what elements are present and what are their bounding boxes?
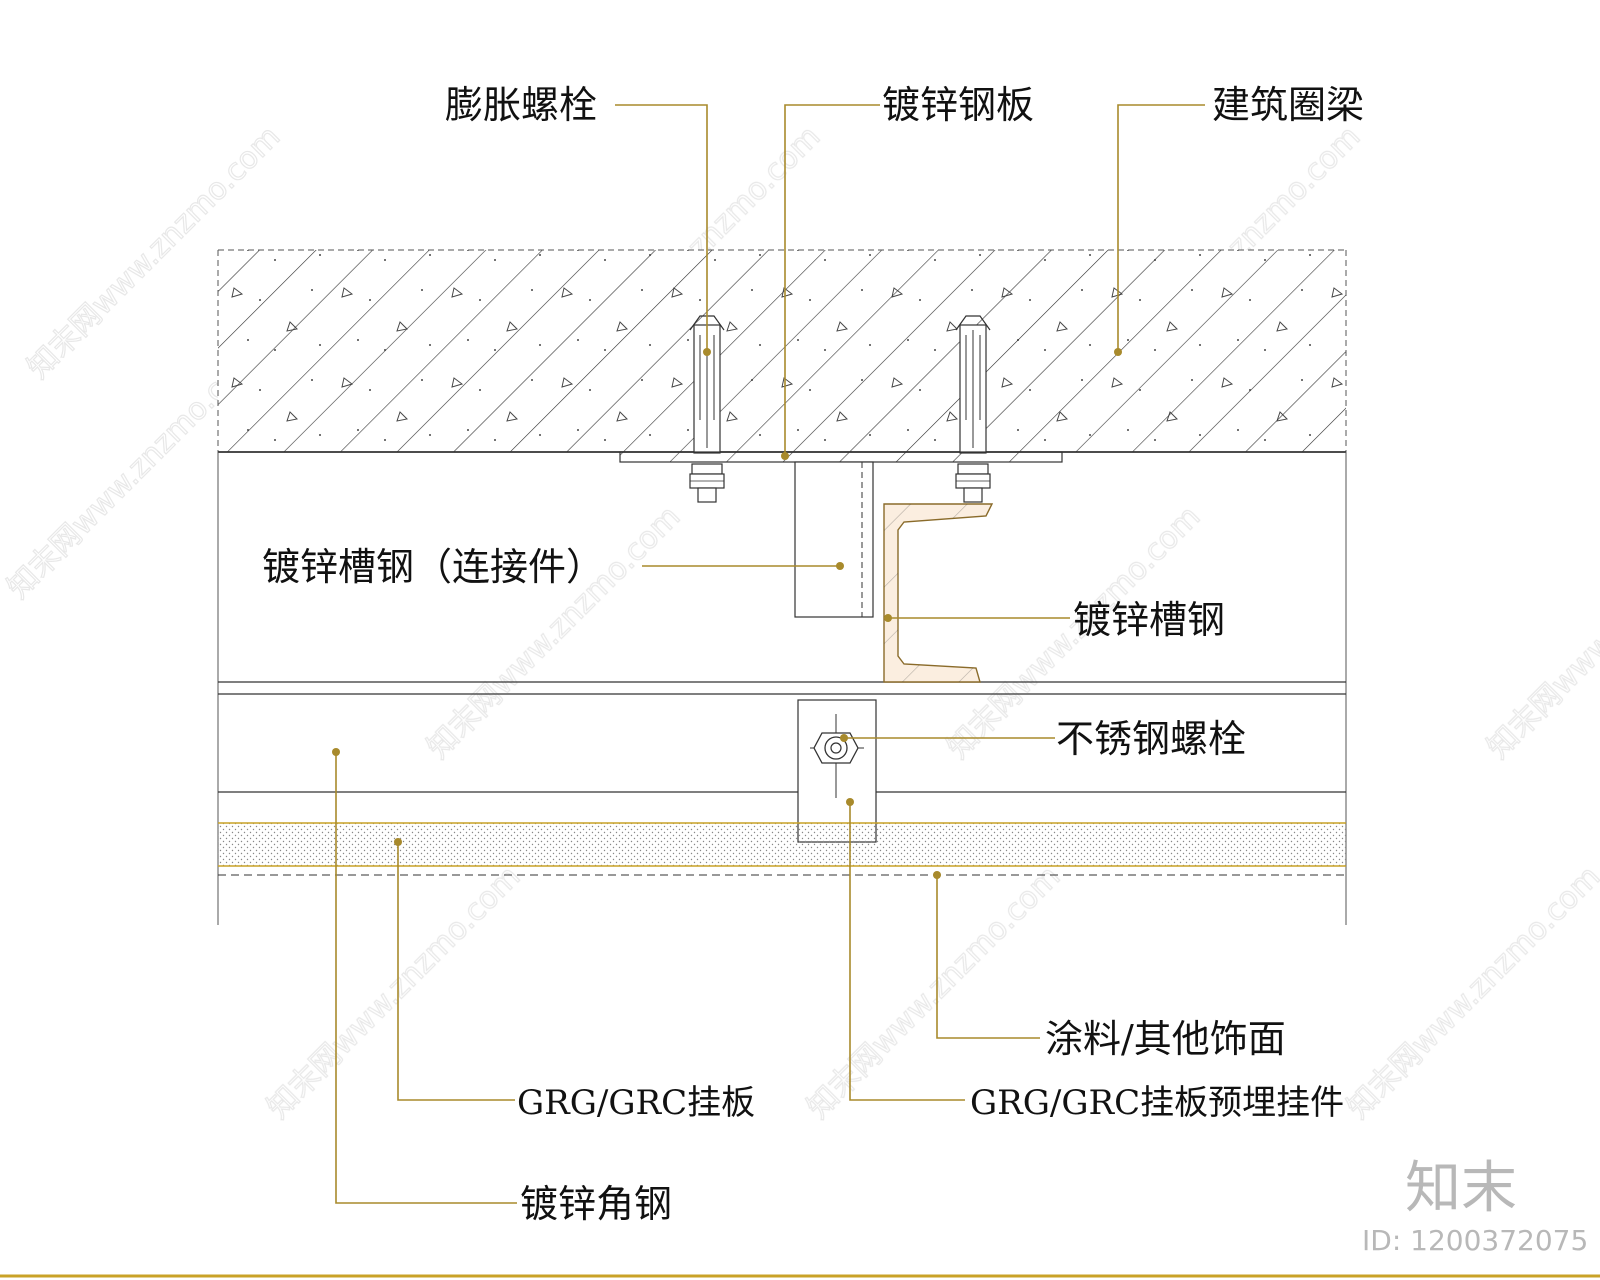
watermark-pattern-text: 知末网www.znzmo.com <box>261 859 527 1125</box>
galvanized-steel-plate <box>619 451 1063 463</box>
channel-connector <box>794 461 874 618</box>
label-expansion-bolt: 膨胀螺栓 <box>445 83 597 127</box>
label-channel-steel: 镀锌槽钢 <box>1073 598 1225 642</box>
label-angle-steel: 镀锌角钢 <box>520 1182 672 1226</box>
watermark-pattern-text: 知末网www.znzmo.com <box>1481 499 1600 765</box>
label-stainless-bolt: 不锈钢螺栓 <box>1056 717 1246 761</box>
watermark-pattern-text: 知末网www.znzmo.com <box>1341 859 1600 1125</box>
embedded-hanger <box>797 699 877 843</box>
channel-steel <box>883 503 994 683</box>
label-coating: 涂料/其他饰面 <box>1045 1017 1286 1061</box>
brand-logo: 知末 <box>1405 1156 1517 1221</box>
label-ring-beam: 建筑圈梁 <box>1212 83 1364 127</box>
ring-beam <box>217 249 1347 453</box>
watermark-pattern-text: 知末网www.znzmo.com <box>421 499 687 765</box>
bolt-nut-right <box>955 463 991 503</box>
structural-outline <box>217 452 1347 925</box>
label-grg-embedded-hanger: GRG/GRC挂板预埋挂件 <box>970 1083 1344 1123</box>
expansion-bolt-right <box>955 315 991 454</box>
watermark-id: ID: 1200372075 <box>1362 1224 1588 1257</box>
leader-lines <box>332 104 1205 1204</box>
label-grg-panel: GRG/GRC挂板 <box>517 1083 755 1123</box>
grg-panel <box>218 822 1346 867</box>
label-galvanized-steel-plate: 镀锌钢板 <box>882 83 1034 127</box>
label-channel-connector: 镀锌槽钢（连接件） <box>262 545 604 589</box>
bolt-nut-left <box>689 463 725 503</box>
